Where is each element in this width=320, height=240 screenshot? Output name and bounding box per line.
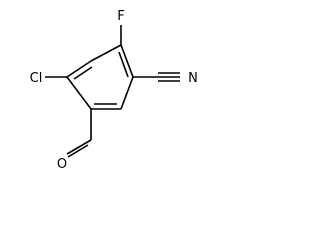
chemical-structure-diagram: F Cl N O: [30, 9, 198, 172]
ring-bond-c3-c4: [120, 76, 134, 110]
atom-label-chlorine: Cl: [30, 71, 43, 86]
nitrile-group: [133, 72, 180, 82]
ring-double-bond-c1-c6: [73, 66, 93, 80]
atom-label-nitrogen: N: [188, 71, 198, 86]
aldehyde-double-bond-line-1: [66, 139, 92, 155]
ring-bond-c5-c6: [66, 76, 92, 110]
benzene-ring: [66, 44, 134, 110]
ring-bond-c2-c3: [120, 44, 134, 78]
ring-bond-c1-c2: [90, 44, 122, 62]
ring-double-bond-c2-c3: [118, 51, 129, 78]
atom-label-oxygen: O: [57, 157, 67, 172]
aldehyde-double-bond-line-2: [67, 144, 89, 158]
atom-label-fluorine: F: [117, 9, 124, 24]
ring-bond-c6-c1: [66, 60, 92, 78]
aldehyde-group: [66, 109, 92, 158]
